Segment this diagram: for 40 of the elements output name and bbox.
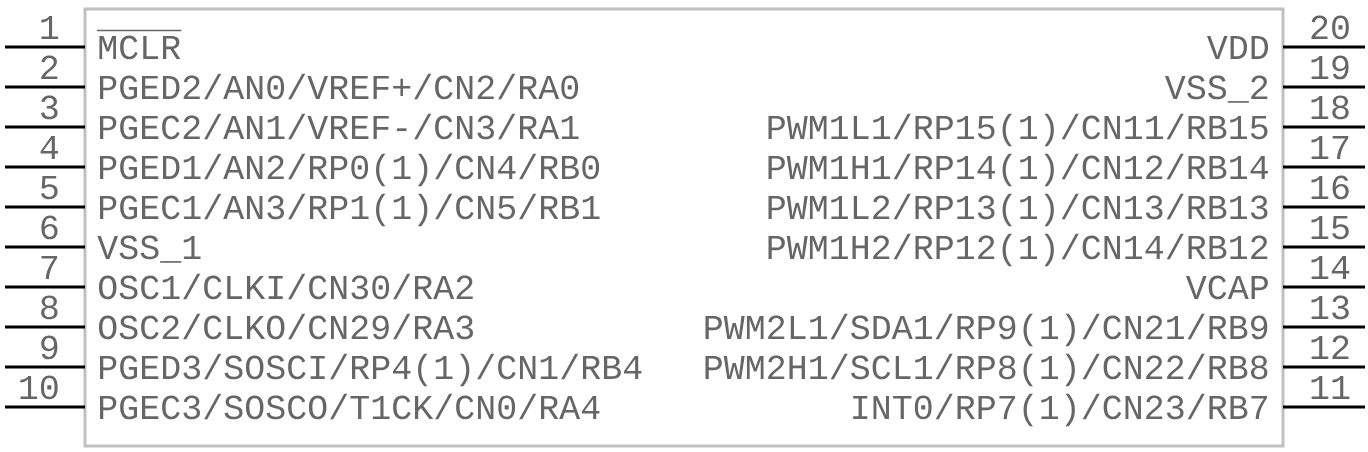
- pin-number: 17: [1311, 135, 1349, 159]
- pin-number: 2: [41, 55, 58, 79]
- pin-name: PWM2L1/SDA1/RP9(1)/CN21/RB9: [705, 313, 1268, 347]
- pin-number: 8: [41, 295, 58, 320]
- pin-name: PGEC1/AN3/RP1(1)/CN5/RB1: [100, 193, 600, 227]
- pin-name: PWM1H1/RP14(1)/CN12/RB14: [768, 153, 1268, 187]
- pin-name: PWM1H2/RP12(1)/CN14/RB12: [768, 233, 1268, 267]
- pin-number: 9: [41, 335, 58, 360]
- pin-name: PGED1/AN2/RP0(1)/CN4/RB0: [100, 153, 600, 187]
- pin-number: 15: [1311, 215, 1349, 240]
- pin-number: 7: [41, 255, 58, 279]
- pin-number: 11: [1311, 375, 1350, 399]
- pin-number: 14: [1311, 255, 1350, 279]
- pin-number: 16: [1311, 175, 1349, 200]
- pin-number: 12: [1311, 335, 1349, 359]
- pin-name: PWM2H1/SCL1/RP8(1)/CN22/RB8: [705, 353, 1268, 387]
- pin-number: 19: [1311, 55, 1349, 80]
- pin-name: PWM1L2/RP13(1)/CN13/RB13: [768, 193, 1268, 227]
- pin-number: 1: [41, 15, 59, 39]
- pin-number: 6: [41, 215, 58, 240]
- pin-name: VSS_2: [1164, 75, 1268, 103]
- pin-name: PGED3/SOSCI/RP4(1)/CN1/RB4: [100, 353, 642, 387]
- pin-name: PGEC2/AN1/VREF-/CN3/RA1: [100, 113, 579, 140]
- pin-number: 18: [1311, 95, 1349, 120]
- pin-number: 20: [1311, 15, 1349, 40]
- pin-number: 13: [1311, 295, 1349, 320]
- pin-number: 3: [41, 95, 58, 120]
- pin-name: PGED2/AN0/VREF+/CN2/RA0: [100, 73, 579, 100]
- pin-name: OSC1/CLKI/CN30/RA2: [98, 273, 473, 300]
- pin-name: PWM1L1/RP15(1)/CN11/RB15: [768, 113, 1268, 147]
- pin-name: OSC2/CLKO/CN29/RA3: [98, 313, 473, 340]
- pin-number: 4: [40, 135, 59, 159]
- pin-name: VCAP: [1185, 275, 1268, 300]
- pin-name: VSS_1: [97, 235, 201, 263]
- pin-name: INT0/RP7(1)/CN23/RB7: [853, 393, 1267, 427]
- pin-number: 10: [20, 375, 58, 400]
- pin-name: VDD: [1206, 35, 1268, 59]
- pin-name: PGEC3/SOSCO/T1CK/CN0/RA4: [100, 393, 600, 420]
- pin-name: MCLR: [96, 29, 183, 60]
- pin-number: 5: [41, 175, 58, 200]
